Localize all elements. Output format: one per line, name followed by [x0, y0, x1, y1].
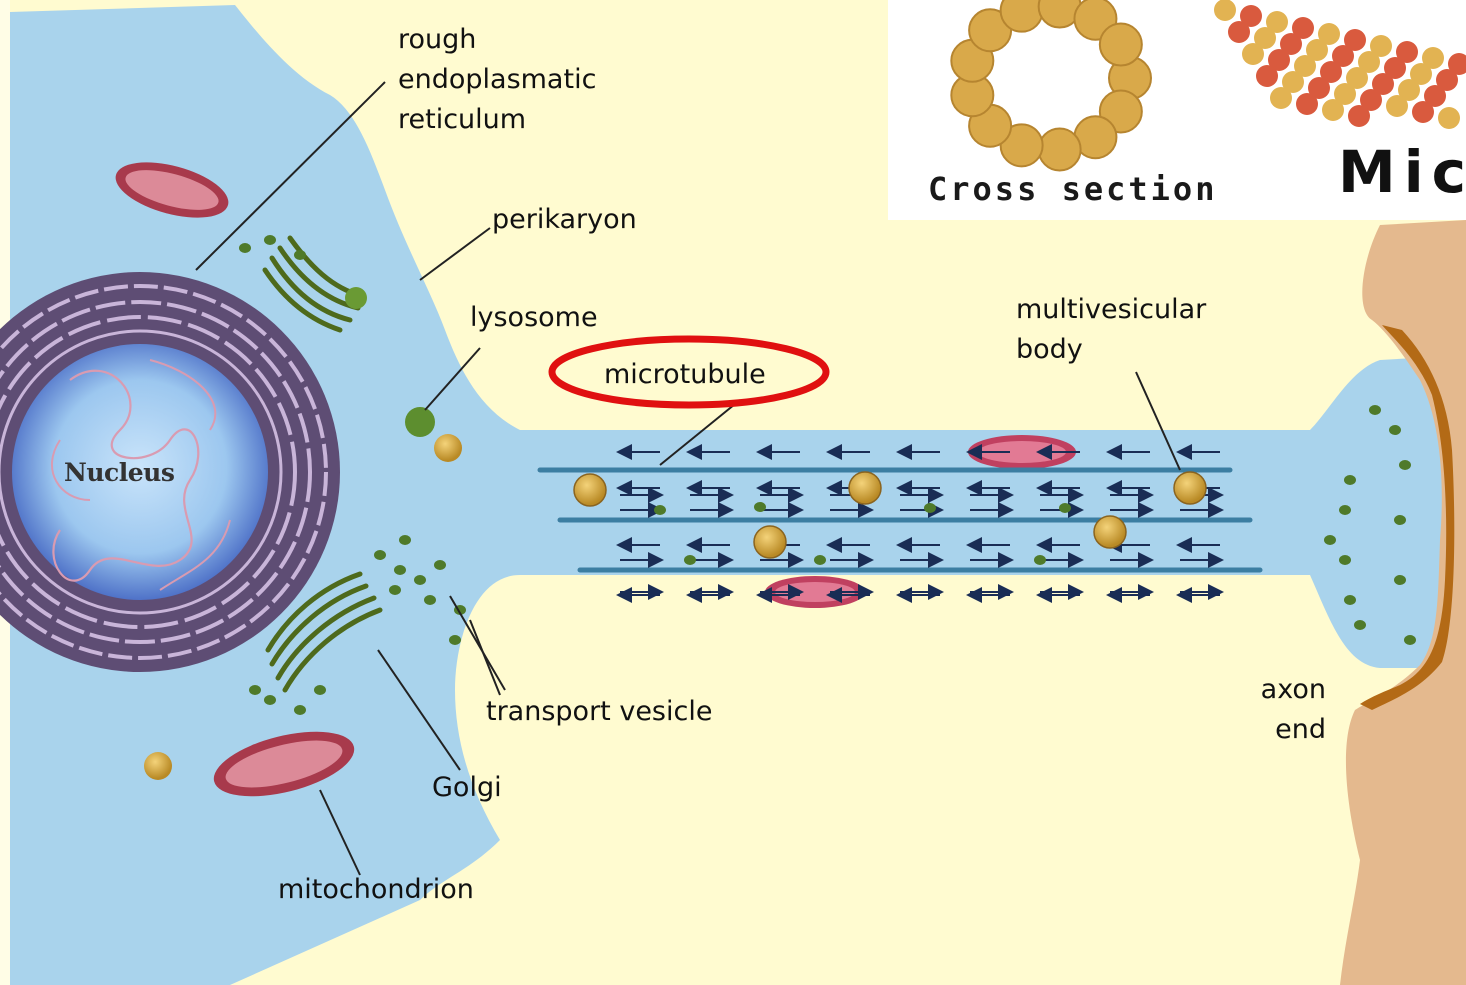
- filament-bead: [1228, 21, 1250, 43]
- transport-vesicle: [264, 235, 276, 245]
- multivesicular-body: [754, 526, 786, 558]
- filament-bead: [1256, 65, 1278, 87]
- transport-vesicle: [399, 535, 411, 545]
- label-lysosome: lysosome: [470, 298, 598, 338]
- label-rough-er-line3: reticulum: [398, 100, 596, 140]
- multivesicular-body: [1174, 472, 1206, 504]
- label-multivesicular-line2: body: [1016, 330, 1206, 370]
- label-axon-end-line1: axon: [1220, 670, 1326, 710]
- transport-vesicle: [1344, 595, 1356, 605]
- tubulin-bead: [1001, 0, 1043, 32]
- lysosome-3: [434, 434, 462, 462]
- transport-vesicle: [684, 555, 696, 565]
- inset-title-fragment: Mic: [1338, 138, 1466, 206]
- label-multivesicular-line1: multivesicular: [1016, 290, 1206, 330]
- transport-vesicle: [1394, 575, 1406, 585]
- lysosome-2: [405, 407, 435, 437]
- transport-vesicle: [754, 502, 766, 512]
- transport-vesicle: [1339, 505, 1351, 515]
- transport-vesicle: [1389, 425, 1401, 435]
- transport-vesicle: [239, 243, 251, 253]
- filament-bead: [1270, 87, 1292, 109]
- multivesicular-body: [574, 474, 606, 506]
- tubulin-bead: [1039, 128, 1081, 170]
- label-rough-er: rough endoplasmatic reticulum: [398, 20, 596, 140]
- transport-vesicle: [414, 575, 426, 585]
- transport-vesicle: [314, 685, 326, 695]
- transport-vesicle: [389, 585, 401, 595]
- transport-vesicle: [654, 505, 666, 515]
- transport-vesicle: [1399, 460, 1411, 470]
- transport-vesicle: [294, 250, 306, 260]
- filament-bead: [1438, 107, 1460, 129]
- filament-bead: [1296, 93, 1318, 115]
- multivesicular-body: [849, 472, 881, 504]
- transport-vesicle: [264, 695, 276, 705]
- transport-vesicle: [1354, 620, 1366, 630]
- lysosome-1: [345, 287, 367, 309]
- transport-vesicle: [1034, 555, 1046, 565]
- vesicle-large: [144, 752, 172, 780]
- filament-bead: [1214, 0, 1236, 21]
- filament-bead: [1348, 105, 1370, 127]
- transport-vesicle: [1369, 405, 1381, 415]
- transport-vesicle: [1404, 635, 1416, 645]
- transport-vesicle: [434, 560, 446, 570]
- filament-bead: [1322, 99, 1344, 121]
- transport-vesicle: [814, 555, 826, 565]
- multivesicular-body: [1094, 516, 1126, 548]
- label-rough-er-line1: rough: [398, 20, 596, 60]
- label-perikaryon: perikaryon: [492, 200, 637, 240]
- label-microtubule: microtubule: [604, 355, 766, 395]
- transport-vesicle: [449, 635, 461, 645]
- transport-vesicle: [1344, 475, 1356, 485]
- label-transport-vesicle: transport vesicle: [486, 692, 712, 732]
- transport-vesicle: [1324, 535, 1336, 545]
- filament-bead: [1412, 101, 1434, 123]
- label-cross-section: Cross section: [928, 170, 1217, 208]
- transport-vesicle: [1059, 503, 1071, 513]
- label-axon-end: axon end: [1220, 670, 1326, 750]
- label-rough-er-line2: endoplasmatic: [398, 60, 596, 100]
- label-axon-end-line2: end: [1220, 710, 1326, 750]
- filament-bead: [1242, 43, 1264, 65]
- transport-vesicle: [924, 503, 936, 513]
- transport-vesicle: [249, 685, 261, 695]
- label-nucleus: Nucleus: [64, 458, 174, 487]
- transport-vesicle: [1394, 515, 1406, 525]
- transport-vesicle: [294, 705, 306, 715]
- transport-vesicle: [1339, 555, 1351, 565]
- tubulin-bead: [1100, 24, 1142, 66]
- transport-vesicle: [394, 565, 406, 575]
- transport-vesicle: [424, 595, 436, 605]
- transport-vesicle: [374, 550, 386, 560]
- label-mitochondrion: mitochondrion: [278, 870, 474, 910]
- filament-bead: [1386, 95, 1408, 117]
- label-multivesicular-body: multivesicular body: [1016, 290, 1206, 370]
- label-golgi: Golgi: [432, 768, 502, 808]
